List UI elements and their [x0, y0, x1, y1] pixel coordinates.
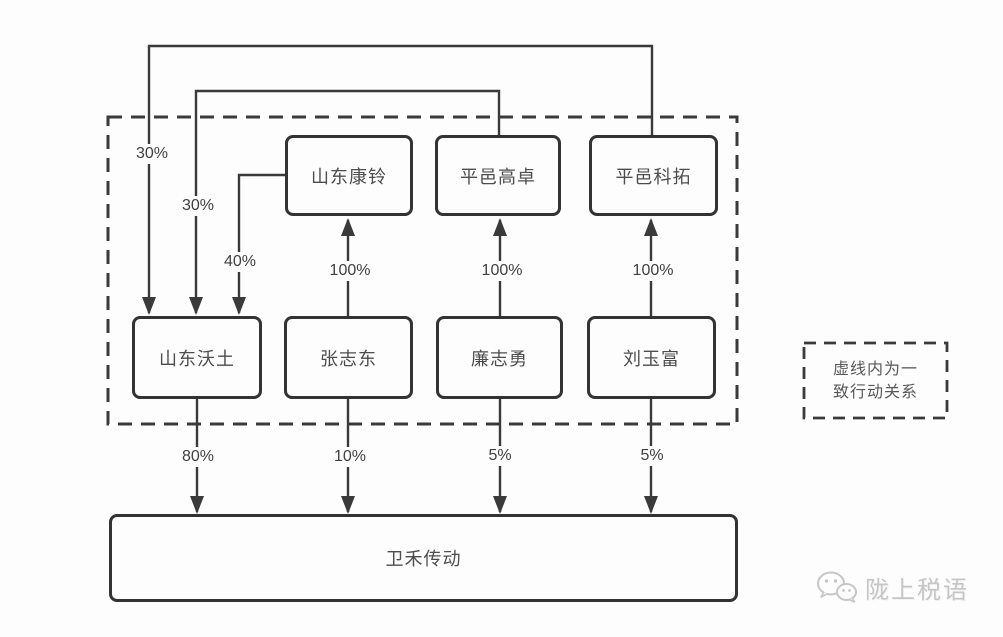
label-zhang-in-kangling: 100% [325, 261, 375, 281]
label-wotu-in-weihe: 80% [177, 447, 219, 467]
node-shandong-wotu: 山东沃土 [132, 316, 262, 399]
label-lian-in-gaozhuo: 100% [477, 261, 527, 281]
watermark-text: 陇上税语 [865, 577, 969, 604]
label-kangling-in-wotu: 40% [219, 252, 261, 272]
node-weihe-chuandong: 卫禾传动 [109, 514, 738, 602]
wechat-icon [817, 571, 857, 603]
node-lian-zhiyong: 廉志勇 [436, 316, 563, 399]
node-shandong-kangling: 山东康铃 [285, 135, 413, 216]
node-zhang-zhidong: 张志东 [284, 316, 413, 399]
watermark: 陇上税语 [816, 570, 969, 605]
legend-line-1: 虚线内为一 [832, 360, 918, 378]
node-pingyi-ketuo: 平邑科拓 [589, 135, 718, 216]
label-lian-in-weihe: 5% [484, 446, 516, 466]
edge-kangling-to-wotu [232, 173, 285, 315]
label-zhang-in-weihe: 10% [329, 447, 371, 467]
legend-box [802, 341, 949, 420]
node-liu-yufu: 刘玉富 [587, 316, 716, 399]
legend-line-2: 致行动关系 [832, 383, 918, 401]
label-gaozhuo-in-wotu: 30% [177, 196, 219, 216]
label-ketuo-in-wotu: 30% [131, 144, 173, 164]
legend-note: 虚线内为一 致行动关系 [804, 343, 947, 418]
concerted-action-region [106, 115, 739, 426]
label-liu-in-ketuo: 100% [628, 261, 678, 281]
label-liu-in-weihe: 5% [636, 446, 668, 466]
edge-ketuo-to-wotu [142, 44, 654, 315]
node-pingyi-gaozhuo: 平邑高卓 [435, 135, 561, 216]
